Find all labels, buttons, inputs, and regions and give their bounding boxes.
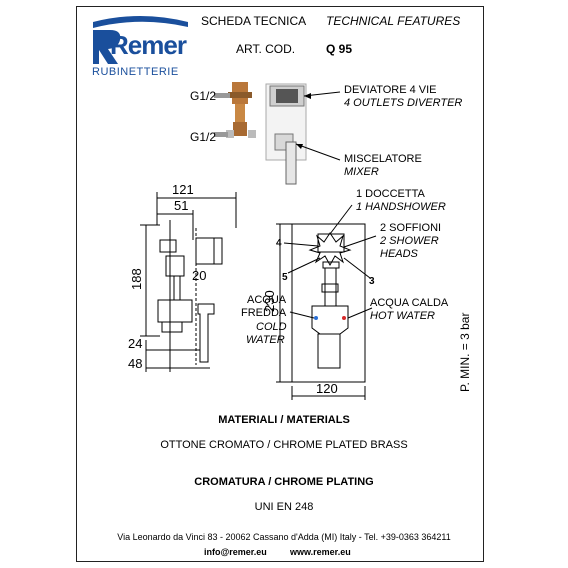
dim-121: 121 [172, 182, 194, 197]
outlet-number-3: 3 [369, 276, 375, 287]
hot-water-label-it: ACQUA CALDA [370, 297, 449, 309]
handshower-label-it: 1 DOCCETTA [356, 188, 425, 200]
cold-water-label-it-2: FREDDA [241, 307, 287, 319]
cold-water-label-en-1: COLD [256, 321, 287, 333]
logo-wordmark: Remer [110, 30, 187, 60]
logo-subtitle: RUBINETTERIE [92, 66, 179, 78]
thread-label-bottom: G1/2 [190, 130, 217, 144]
materials-title: MATERIALI / MATERIALS [218, 414, 350, 426]
art-code-label: ART. COD. [236, 42, 296, 56]
title-italian: SCHEDA TECNICA [201, 14, 307, 28]
dim-24: 24 [128, 336, 143, 351]
thread-label-top: G1/2 [190, 89, 217, 103]
side-view-drawing [140, 192, 237, 372]
remer-logo [93, 16, 188, 64]
diverter-label-it: DEVIATORE 4 VIE [344, 84, 437, 96]
handshower-label-en: 1 HANDSHOWER [356, 201, 446, 213]
hot-water-label-en: HOT WATER [370, 310, 435, 322]
technical-sheet [76, 6, 484, 562]
heads-label-en-2: HEADS [380, 248, 418, 260]
footer-website[interactable]: www.remer.eu [290, 547, 351, 557]
mixer-label-it: MISCELATORE [344, 153, 422, 165]
plating-value: UNI EN 248 [254, 501, 314, 513]
dim-188: 188 [129, 268, 144, 290]
min-pressure-label: P. MIN. = 3 bar [458, 312, 472, 392]
plating-title: CROMATURA / CHROME PLATING [194, 476, 374, 488]
dim-20: 20 [192, 268, 207, 283]
dim-48: 48 [128, 356, 143, 371]
faucet-plate-image [265, 83, 307, 185]
footer-email[interactable]: info@remer.eu [204, 547, 267, 557]
outlet-number-5: 5 [282, 272, 288, 283]
heads-label-en-1: 2 SHOWER [380, 235, 439, 247]
heads-label-it: 2 SOFFIONI [380, 222, 442, 234]
mixer-label-en: MIXER [344, 166, 379, 178]
materials-value: OTTONE CROMATO / CHROME PLATED BRASS [160, 439, 408, 451]
dim-51: 51 [174, 198, 189, 213]
cold-water-label-en-2: WATER [246, 334, 285, 346]
front-view-drawing [276, 204, 377, 400]
diverter-label-en: 4 OUTLETS DIVERTER [344, 97, 463, 109]
footer-address: Via Leonardo da Vinci 83 - 20062 Cassano… [117, 532, 451, 542]
valve-body-image [214, 82, 256, 138]
outlet-number-4: 4 [276, 238, 282, 249]
art-code-value: Q 95 [326, 42, 353, 56]
cold-water-label-it-1: ACQUA [247, 294, 287, 306]
title-english: TECHNICAL FEATURES [326, 14, 461, 28]
dim-120: 120 [316, 381, 338, 396]
